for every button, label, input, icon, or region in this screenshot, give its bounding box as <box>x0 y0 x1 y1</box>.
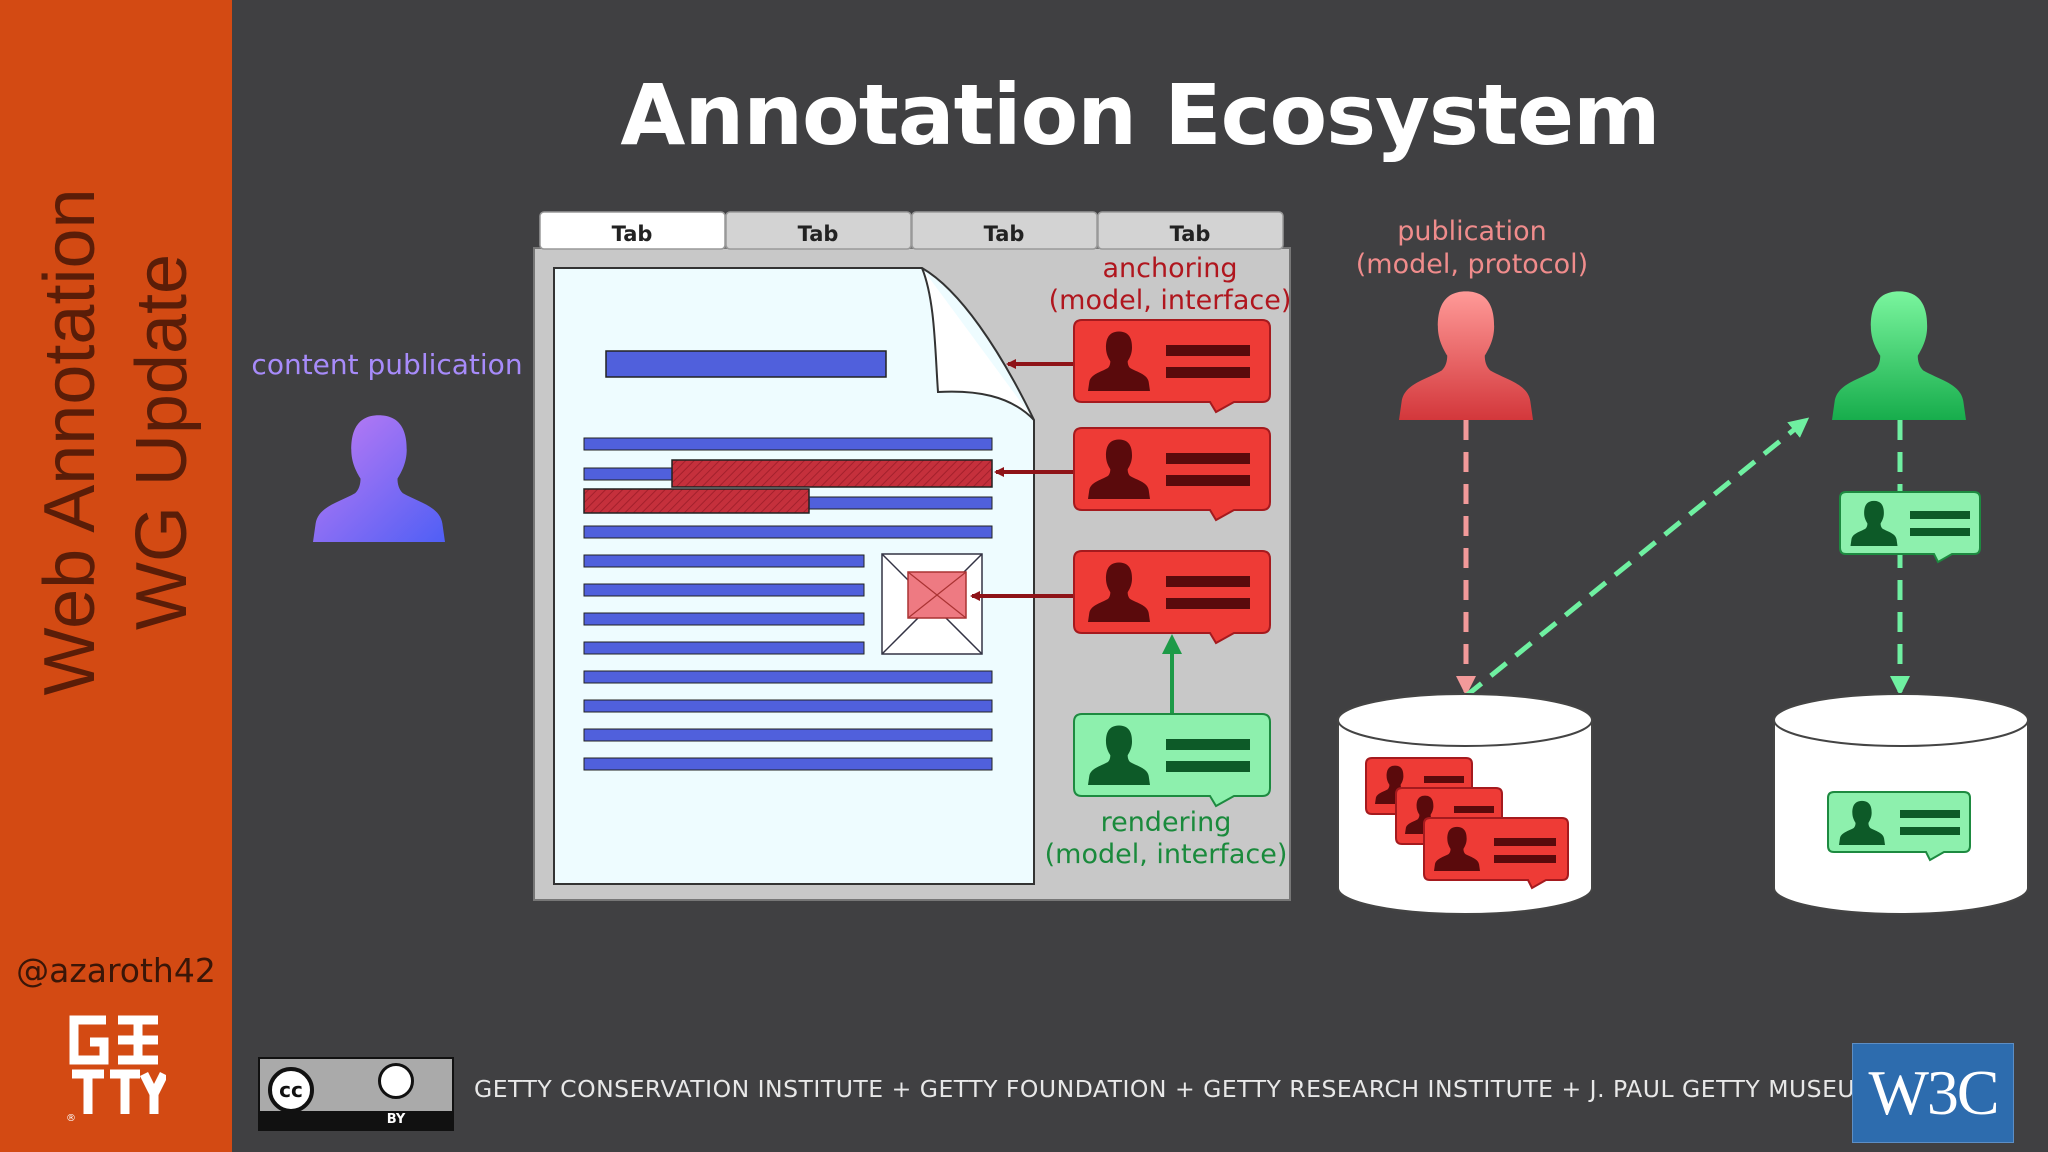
anchor-annotation-2 <box>1073 427 1271 522</box>
highlight-2 <box>583 488 810 514</box>
image-placeholder <box>881 553 983 655</box>
green-annotation-floating <box>1839 491 1981 564</box>
tab-1-label: Tab <box>612 222 653 246</box>
publication-label: publication <box>1397 216 1547 247</box>
tab-3-label: Tab <box>984 222 1025 246</box>
rendering-label: rendering <box>1101 807 1232 838</box>
content-publisher-icon <box>313 415 445 542</box>
rendering-annotation <box>1073 713 1271 808</box>
stored-annotation-green <box>1827 791 1971 862</box>
cc-by-license-badge: cc BY <box>258 1057 454 1131</box>
document-page <box>553 267 1035 885</box>
anchoring-sublabel: (model, interface) <box>1049 285 1292 316</box>
anchoring-arrows <box>970 359 1074 601</box>
rendering-sublabel: (model, interface) <box>1045 839 1288 870</box>
tab-1[interactable] <box>539 211 726 250</box>
license-label: BY <box>386 1112 406 1127</box>
tab-4-label: Tab <box>1170 222 1211 246</box>
publisher-green-icon <box>1832 291 1966 420</box>
cc-icon: cc <box>268 1067 314 1113</box>
browser-tab-bar: Tab Tab Tab Tab <box>539 211 1284 250</box>
twitter-handle: @azaroth42 <box>16 951 216 990</box>
annotation-store-green <box>1773 693 2029 915</box>
anchor-annotation-1 <box>1073 319 1271 414</box>
sidebar: Web Annotation WG Update @azaroth42 ® <box>0 0 232 1152</box>
getty-logo: ® <box>66 1015 166 1122</box>
publication-sublabel: (model, protocol) <box>1356 249 1588 280</box>
tab-3[interactable] <box>911 211 1098 250</box>
anchor-annotation-3 <box>1073 550 1271 645</box>
tab-4[interactable] <box>1097 211 1284 250</box>
document-text-lines <box>583 437 993 771</box>
content-publication-label: content publication <box>251 348 522 381</box>
tab-2-label: Tab <box>798 222 839 246</box>
footer-institutions: GETTY CONSERVATION INSTITUTE + GETTY FOU… <box>474 1075 1876 1103</box>
browser-window: Tab Tab Tab Tab <box>533 211 1291 901</box>
sync-arrow-green <box>1464 417 1810 698</box>
attribution-icon <box>378 1063 414 1099</box>
publisher-red-icon <box>1399 291 1533 420</box>
svg-text:®: ® <box>66 1113 76 1122</box>
license-bar <box>260 1111 452 1129</box>
tab-2[interactable] <box>725 211 912 250</box>
stored-annotation-red-3 <box>1423 817 1569 890</box>
w3c-logo: W3C <box>1852 1043 2014 1143</box>
slide-title: Annotation Ecosystem <box>620 66 1660 164</box>
document-heading-bar <box>605 350 887 378</box>
anchoring-label: anchoring <box>1103 253 1238 284</box>
annotation-store-red <box>1337 693 1593 915</box>
highlight-1 <box>671 459 993 488</box>
